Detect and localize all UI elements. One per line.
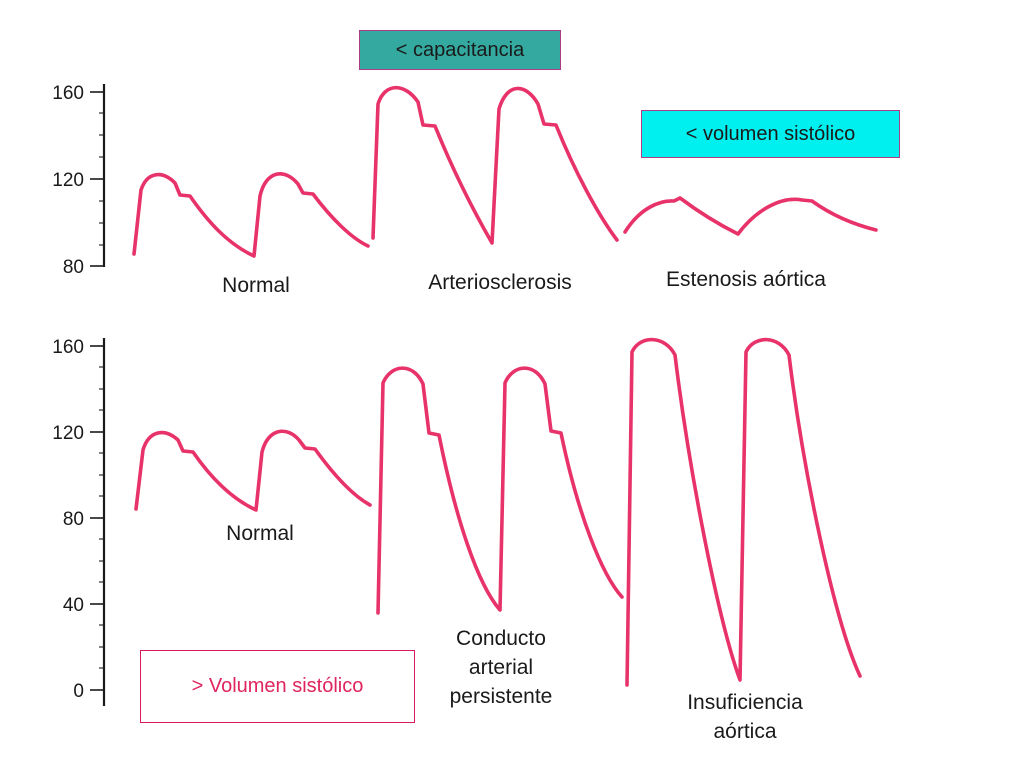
waveform-top-aortic-stenosis — [623, 196, 878, 236]
label-aortic-stenosis: Estenosis aórtica — [666, 268, 826, 291]
waveform-bottom-aortic-insufficiency — [625, 337, 862, 687]
label-ductus-line-1: Conducto — [456, 627, 546, 650]
waveform-top-arteriosclerosis — [371, 85, 619, 245]
label-aortic-insufficiency-line-2: aórtica — [713, 720, 776, 743]
top-tick-label-120: 120 — [52, 170, 84, 191]
bottom-tick-label-80: 80 — [63, 509, 84, 530]
bottom-tick-label-40: 40 — [63, 595, 84, 616]
waveform-top-normal — [132, 172, 370, 258]
top-axis: 160 120 80 — [52, 83, 106, 278]
top-tick-label-80: 80 — [63, 257, 84, 278]
annotation-stroke-volume-decrease: < volumen sistólico — [641, 110, 900, 158]
waveform-bottom-normal — [134, 429, 372, 512]
label-top-normal: Normal — [222, 274, 290, 297]
bottom-axis: 160 120 80 40 0 — [52, 337, 106, 706]
bottom-minor-ticks — [99, 366, 104, 669]
top-minor-ticks — [99, 112, 104, 246]
label-bottom-normal: Normal — [226, 522, 294, 545]
bottom-tick-label-160: 160 — [52, 337, 84, 358]
waveform-bottom-ductus — [376, 366, 624, 615]
top-tick-label-160: 160 — [52, 83, 84, 104]
annotation-stroke-volume-increase: > Volumen sistólico — [140, 650, 415, 723]
label-ductus-line-2: arterial — [469, 656, 533, 679]
label-arteriosclerosis: Arteriosclerosis — [428, 271, 572, 294]
label-ductus-line-3: persistente — [450, 685, 553, 708]
bottom-tick-label-120: 120 — [52, 423, 84, 444]
bottom-tick-label-0: 0 — [73, 681, 84, 702]
label-aortic-insufficiency-line-1: Insuficiencia — [687, 691, 803, 714]
annotation-capacitance: < capacitancia — [359, 30, 561, 70]
